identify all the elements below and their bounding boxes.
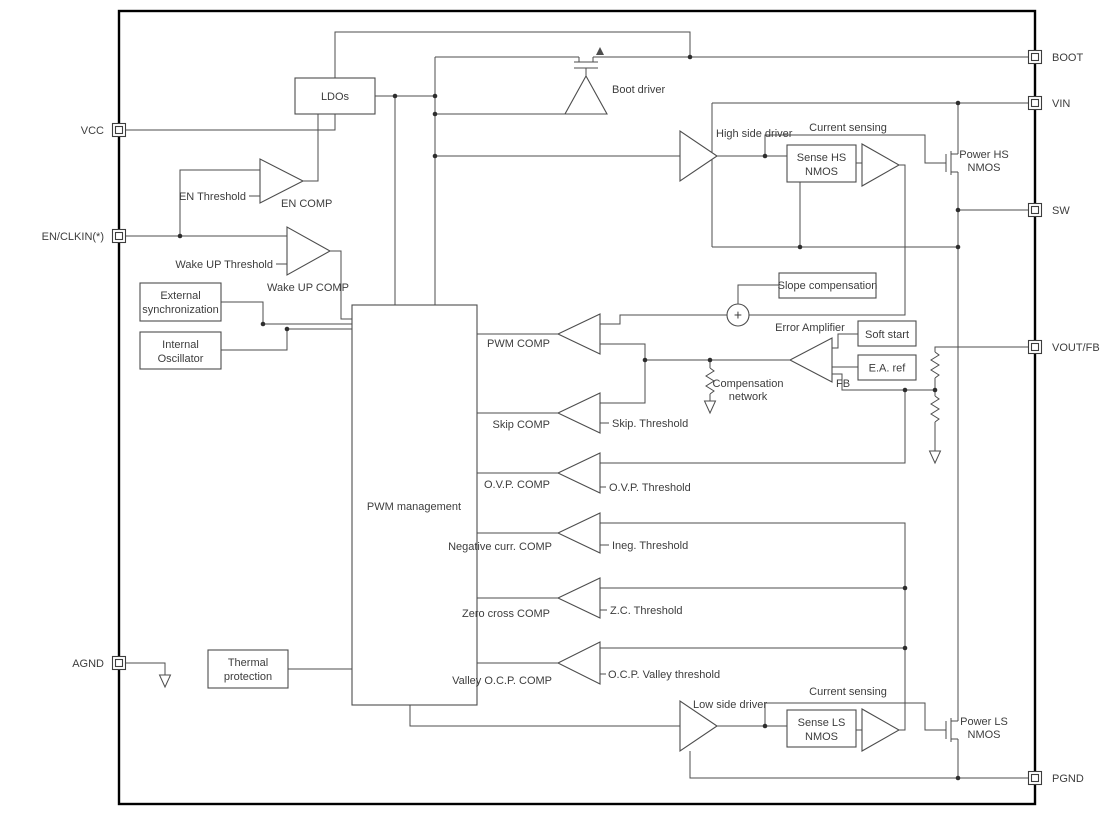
compensation-network-label: network <box>729 391 768 403</box>
ocp-valley-threshold-label: O.C.P. Valley threshold <box>608 669 720 681</box>
power-hs-nmos-label: Power HS <box>959 149 1009 161</box>
boot-current-arrow <box>596 47 604 55</box>
valley-ocp-comp-label: Valley O.C.P. COMP <box>452 675 552 687</box>
hs-current-sense-amp <box>861 143 901 187</box>
current-sensing-hs-label: Current sensing <box>809 122 887 134</box>
block-soft-start: Soft start <box>857 320 917 347</box>
wires <box>126 31 1029 779</box>
pin-boot: BOOT <box>1027 49 1083 65</box>
ovp-threshold-label: O.V.P. Threshold <box>609 482 691 494</box>
compensation-network-label: Compensation <box>713 378 784 390</box>
summing-node: + <box>726 303 750 327</box>
block-pwm-management: PWM management <box>351 304 478 706</box>
agnd-ground-arrow <box>158 674 172 689</box>
power-ls-nmos-symbol <box>935 718 959 778</box>
block-internal-oscillator: Internal Oscillator <box>139 331 222 370</box>
sense-hs-nmos-label: NMOS <box>805 166 838 178</box>
pin-sw-label: SW <box>1052 205 1070 217</box>
wake-up-threshold-label: Wake UP Threshold <box>175 259 273 271</box>
block-slope-compensation: Slope compensation <box>778 272 878 299</box>
power-ls-nmos-label: Power LS <box>960 716 1008 728</box>
junction-dots <box>177 54 961 781</box>
high-side-driver-label: High side driver <box>716 128 793 140</box>
block-ldos: LDOs <box>294 77 376 115</box>
pin-vout-fb-label: VOUT/FB <box>1052 342 1100 354</box>
ls-current-sense-amp <box>861 708 901 752</box>
pin-pgnd: PGND <box>1027 770 1084 786</box>
external-sync-label: synchronization <box>142 304 218 316</box>
chip-boundary <box>117 9 1037 806</box>
pin-vcc: VCC <box>81 122 127 138</box>
power-ls-nmos-label: NMOS <box>968 729 1001 741</box>
boot-driver-label: Boot driver <box>612 84 666 96</box>
pin-vin-label: VIN <box>1052 98 1070 110</box>
en-comp-label: EN COMP <box>281 198 332 210</box>
block-ea-ref: E.A. ref <box>857 354 917 381</box>
pwm-comparator <box>556 313 601 355</box>
low-side-driver-label: Low side driver <box>693 699 767 711</box>
pin-vout-fb: VOUT/FB <box>1027 339 1100 355</box>
zc-threshold-label: Z.C. Threshold <box>610 605 683 617</box>
pin-vcc-label: VCC <box>81 125 104 137</box>
pin-pgnd-label: PGND <box>1052 773 1084 785</box>
wake-up-comp-label: Wake UP COMP <box>267 282 349 294</box>
current-sensing-ls-label: Current sensing <box>809 686 887 698</box>
zero-cross-comp-label: Zero cross COMP <box>462 608 550 620</box>
en-comparator <box>259 158 305 204</box>
boot-driver-amp <box>564 74 608 115</box>
fb-label: FB <box>836 378 850 390</box>
sense-hs-nmos-label: Sense HS <box>797 152 847 164</box>
ineg-threshold-label: Ineg. Threshold <box>612 540 688 552</box>
pin-vin: VIN <box>1027 95 1070 111</box>
error-amplifier-label: Error Amplifier <box>775 322 845 334</box>
skip-comparator <box>556 392 601 434</box>
power-hs-nmos-label: NMOS <box>968 162 1001 174</box>
low-side-driver-amp <box>679 699 718 753</box>
error-amplifier-amp <box>788 337 833 383</box>
summing-node-plus: + <box>734 307 742 323</box>
compensation-ground-arrow <box>703 400 717 415</box>
ovp-comparator <box>556 452 601 494</box>
pin-en-clkin: EN/CLKIN(*) <box>42 228 127 244</box>
block-sense-hs-nmos: Sense HS NMOS <box>786 144 857 183</box>
negative-curr-comp-label: Negative curr. COMP <box>448 541 552 553</box>
pin-agnd: AGND <box>72 655 127 671</box>
thermal-protection-label: Thermal <box>228 657 268 669</box>
pin-agnd-label: AGND <box>72 658 104 670</box>
power-hs-nmos-symbol <box>935 103 959 175</box>
thermal-protection-label: protection <box>224 671 272 683</box>
external-sync-label: External <box>160 290 200 302</box>
pwm-management-label: PWM management <box>367 501 461 513</box>
sense-ls-nmos-label: Sense LS <box>798 717 846 729</box>
pwm-comp-label: PWM COMP <box>487 338 550 350</box>
block-external-sync: External synchronization <box>139 282 222 322</box>
sense-ls-nmos-label: NMOS <box>805 731 838 743</box>
en-threshold-label: EN Threshold <box>179 191 246 203</box>
compensation-resistor <box>705 367 715 395</box>
ldos-label: LDOs <box>321 91 350 103</box>
slope-compensation-label: Slope compensation <box>778 280 878 292</box>
ea-ref-label: E.A. ref <box>869 363 907 375</box>
internal-oscillator-label: Oscillator <box>158 353 204 365</box>
soft-start-label: Soft start <box>865 329 909 341</box>
pin-en-clkin-label: EN/CLKIN(*) <box>42 231 104 243</box>
ovp-comp-label: O.V.P. COMP <box>484 479 550 491</box>
negative-current-comparator <box>556 512 601 554</box>
valley-ocp-comparator <box>556 641 601 685</box>
fb-divider-top-resistor <box>930 351 940 379</box>
pin-sw: SW <box>1027 202 1070 218</box>
block-thermal-protection: Thermal protection <box>207 649 289 689</box>
skip-threshold-label: Skip. Threshold <box>612 418 688 430</box>
skip-comp-label: Skip COMP <box>493 419 550 431</box>
zero-cross-comparator <box>556 577 601 619</box>
fb-divider-bottom-resistor <box>930 395 940 423</box>
internal-oscillator-label: Internal <box>162 339 199 351</box>
pin-boot-label: BOOT <box>1052 52 1083 64</box>
boot-mosfet <box>574 57 598 76</box>
wakeup-comparator <box>286 226 332 276</box>
high-side-driver-amp <box>679 129 718 183</box>
block-sense-ls-nmos: Sense LS NMOS <box>786 709 857 748</box>
fb-divider-ground-arrow <box>928 450 942 465</box>
